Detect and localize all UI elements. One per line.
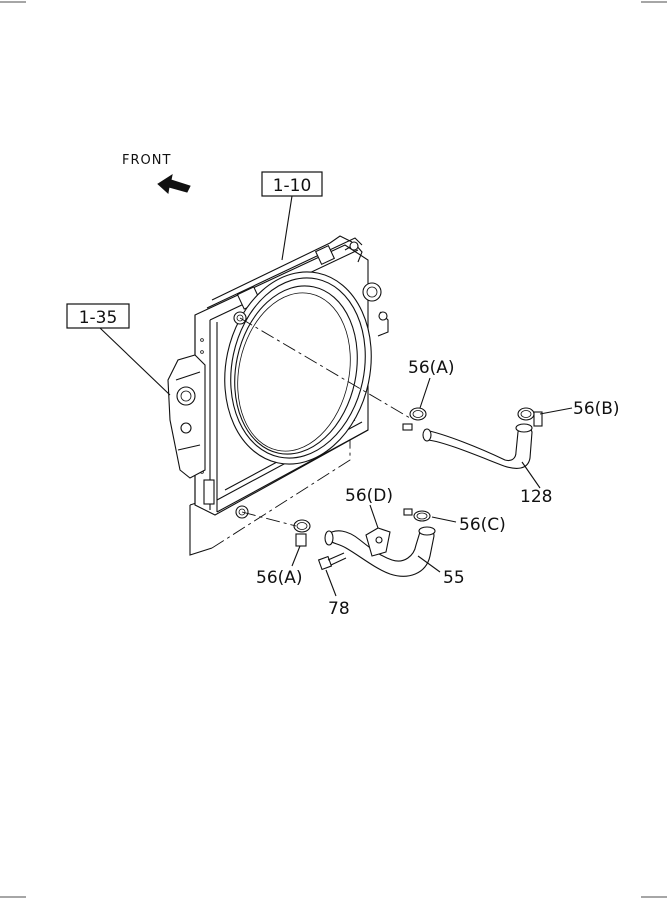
leader-lines xyxy=(99,195,573,597)
label-56b: 56(B) xyxy=(573,399,620,419)
callout-1-35: 1-35 xyxy=(79,308,118,328)
callout-1-10: 1-10 xyxy=(273,176,312,196)
clamp-56c-icon xyxy=(403,508,431,522)
label-56c: 56(C) xyxy=(459,515,506,535)
label-56a-lower: 56(A) xyxy=(256,568,303,588)
reservoir-bracket xyxy=(167,354,206,479)
front-label: FRONT xyxy=(122,153,171,168)
radiator-assembly xyxy=(189,235,389,556)
front-arrow-icon xyxy=(157,173,191,194)
center-lines xyxy=(239,317,411,527)
upper-hose-128 xyxy=(422,423,533,469)
label-56d: 56(D) xyxy=(345,486,393,506)
callout-box-1-10 xyxy=(261,171,323,197)
clamp-56a-lower-icon xyxy=(293,519,311,547)
label-78: 78 xyxy=(328,599,350,619)
clamp-56a-upper-icon xyxy=(402,407,427,431)
lower-hose-55 xyxy=(324,526,436,577)
callout-box-1-35 xyxy=(66,303,130,329)
bolt-78-icon xyxy=(317,552,347,571)
clamp-56b-icon xyxy=(517,407,543,427)
label-55: 55 xyxy=(443,568,465,588)
label-128: 128 xyxy=(520,487,552,507)
label-56a-upper: 56(A) xyxy=(408,358,455,378)
